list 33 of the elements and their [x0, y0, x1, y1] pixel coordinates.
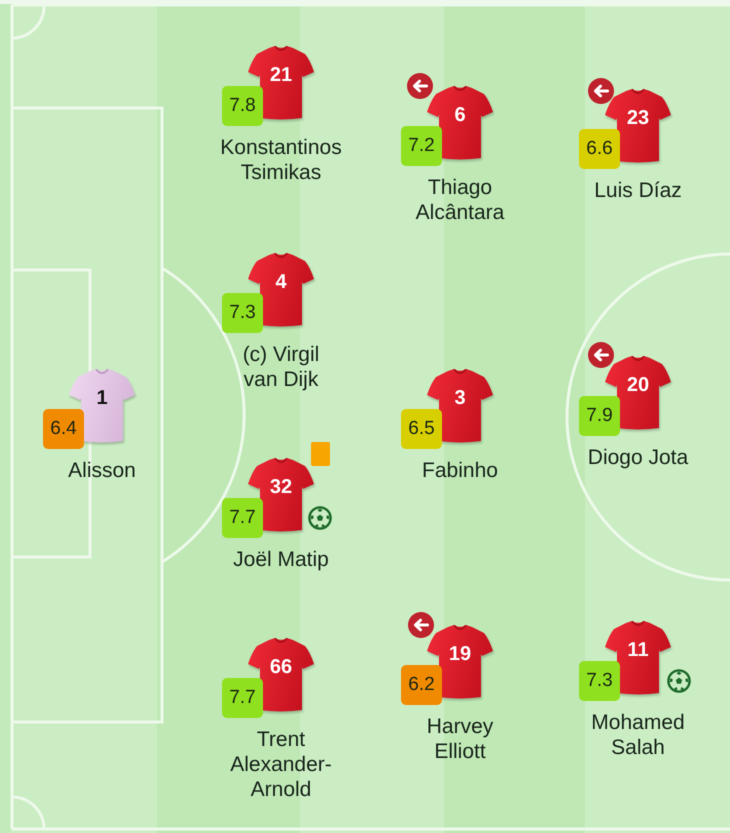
rating-badge: 7.8 — [222, 86, 263, 126]
player-name: Joël Matip — [232, 547, 330, 572]
rating-badge: 6.2 — [401, 665, 442, 705]
player-name: (c) Virgil van Dijk — [242, 342, 320, 392]
jersey-number: 23 — [626, 108, 650, 128]
jersey-number: 20 — [626, 375, 650, 395]
player-name: Konstantinos Tsimikas — [219, 135, 343, 185]
rating-badge: 6.6 — [579, 129, 620, 169]
rating-badge: 7.7 — [222, 678, 263, 718]
jersey-number: 19 — [448, 644, 472, 664]
jersey-number: 32 — [270, 477, 292, 497]
jersey-number: 3 — [454, 388, 466, 408]
rating-badge: 7.3 — [222, 293, 263, 333]
player-name: Diogo Jota — [586, 445, 690, 470]
rating-badge: 7.9 — [579, 396, 620, 436]
jersey-number: 6 — [454, 105, 466, 125]
rating-badge: 7.3 — [579, 661, 620, 701]
player-name: Thiago Alcântara — [414, 175, 506, 225]
jersey-number: 21 — [270, 65, 292, 85]
player-name: Fabinho — [421, 458, 499, 483]
player-name: Trent Alexander-Arnold — [229, 727, 333, 802]
rating-badge: 7.7 — [222, 498, 263, 538]
player-name: Mohamed Salah — [590, 710, 686, 760]
player-name: Alisson — [67, 458, 137, 483]
jersey-number: 66 — [270, 657, 292, 677]
rating-badge: 6.5 — [401, 409, 442, 449]
player-name: Luis Díaz — [593, 178, 683, 203]
jersey-number: 4 — [275, 272, 287, 292]
jersey-number: 11 — [627, 640, 649, 660]
rating-badge: 6.4 — [43, 409, 84, 449]
jersey-number: 1 — [96, 388, 108, 408]
rating-badge: 7.2 — [401, 126, 442, 166]
player-name: Harvey Elliott — [426, 714, 494, 764]
